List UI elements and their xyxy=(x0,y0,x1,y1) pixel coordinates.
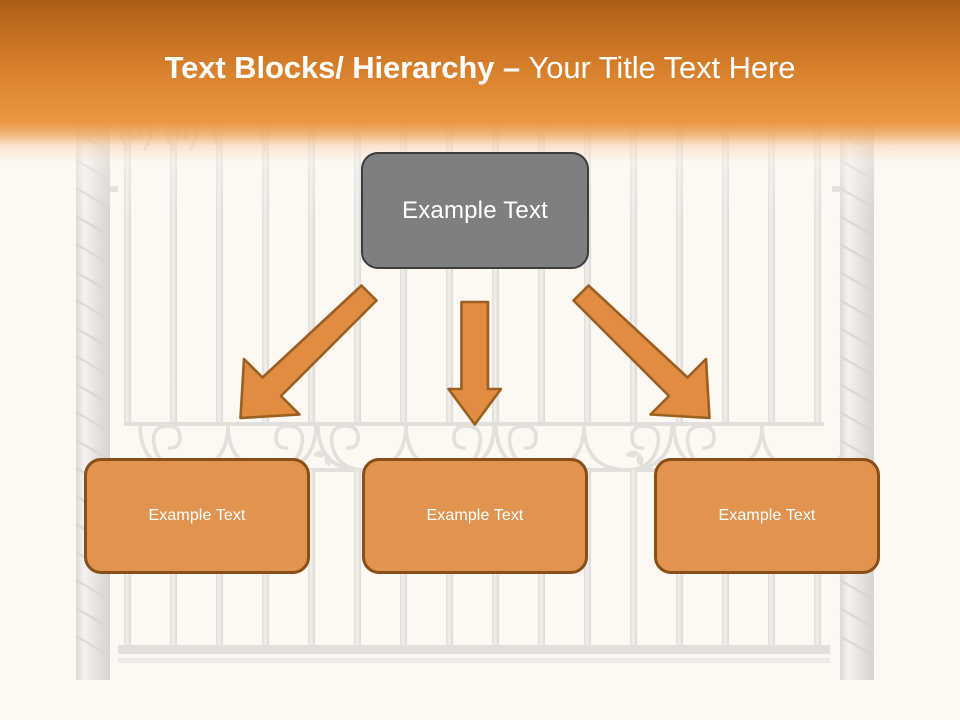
hierarchy-top-node[interactable]: Example Text xyxy=(361,152,589,269)
title-regular-segment: Your Title Text Here xyxy=(528,50,796,85)
hierarchy-child-node-right-label: Example Text xyxy=(718,507,816,524)
hierarchy-child-node-left[interactable]: Example Text xyxy=(84,458,310,574)
title-bold-segment: Text Blocks/ Hierarchy – xyxy=(164,50,529,85)
page-title: Text Blocks/ Hierarchy – Your Title Text… xyxy=(0,49,960,87)
hierarchy-child-node-middle-label: Example Text xyxy=(426,507,524,524)
hierarchy-child-node-right[interactable]: Example Text xyxy=(654,458,880,574)
hierarchy-child-node-middle[interactable]: Example Text xyxy=(362,458,588,574)
hierarchy-top-node-label: Example Text xyxy=(401,196,549,224)
hierarchy-child-node-left-label: Example Text xyxy=(148,507,246,524)
title-banner xyxy=(0,0,960,168)
